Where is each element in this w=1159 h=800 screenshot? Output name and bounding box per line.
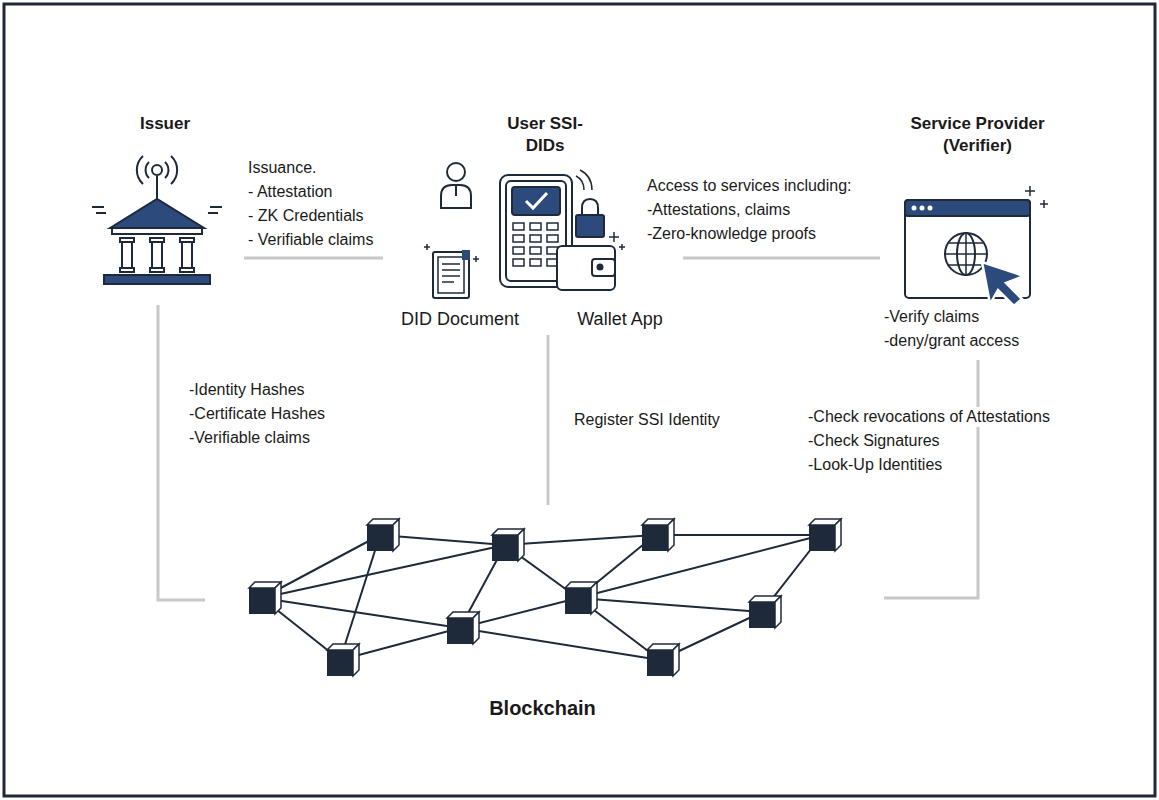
flow-note: - Attestation — [246, 182, 335, 202]
flow-note: Register SSI Identity — [572, 410, 722, 430]
flow-note: -Certificate Hashes — [187, 404, 327, 424]
connector-line — [884, 360, 978, 598]
network-link — [578, 598, 762, 612]
network-link — [262, 598, 460, 628]
connector-line — [158, 305, 205, 600]
node-note: -deny/grant access — [884, 331, 1019, 351]
node-title: User SSI-DIDs — [495, 113, 595, 157]
node-title: Wallet App — [560, 307, 680, 331]
block-cube — [367, 519, 399, 551]
lock-icon — [576, 199, 604, 237]
flow-note: Access to services including: — [645, 176, 854, 196]
network-link — [262, 545, 505, 598]
user-group: User SSI-DIDsDID Document Wallet App — [383, 110, 683, 335]
network-link — [505, 535, 655, 545]
block-cube — [642, 519, 674, 551]
block-cube — [492, 529, 524, 561]
document-icon — [424, 244, 479, 298]
node-title: Issuer — [90, 113, 240, 135]
connector-line — [683, 257, 880, 260]
flow-note: - Verifiable claims — [246, 230, 375, 250]
flow-note: - ZK Credentials — [246, 206, 366, 226]
connector-line — [244, 257, 383, 260]
connector-line — [547, 335, 550, 505]
person-icon — [441, 163, 471, 208]
frame — [4, 4, 1155, 796]
network-link — [460, 628, 660, 660]
flow-note: -Look-Up Identities — [806, 455, 944, 475]
flow-note: -Check revocations of Attestations — [806, 407, 1052, 427]
blockchain-network — [249, 519, 841, 676]
wallet-icon — [557, 232, 625, 290]
bank-icon — [92, 156, 222, 284]
node-title: Service Provider (Verifier) — [880, 113, 1075, 157]
block-cube — [565, 582, 597, 614]
flow-note: Issuance. — [246, 158, 318, 178]
verifier-node: Service Provider (Verifier) -Verify claim… — [880, 110, 1079, 360]
block-cube — [249, 582, 281, 614]
wallet-app: Wallet App — [560, 305, 684, 335]
block-cube — [327, 644, 359, 676]
flow-note: -Zero-knowledge proofs — [645, 224, 818, 244]
node-note: -Verify claims — [884, 307, 979, 327]
node-title: Blockchain — [205, 695, 880, 721]
block-cube — [809, 519, 841, 551]
flow-note: -Attestations, claims — [645, 200, 792, 220]
node-title: DID Document — [385, 307, 535, 331]
block-cube — [447, 612, 479, 644]
browser-icon — [905, 186, 1048, 306]
issuer-node: Issuer — [90, 110, 244, 305]
flow-note: -Check Signatures — [806, 431, 942, 451]
flow-note: -Verifiable claims — [187, 428, 312, 448]
network-link — [340, 535, 380, 660]
did-document: DID Document — [385, 305, 539, 335]
block-cube — [647, 644, 679, 676]
blockchain-node: Blockchain — [205, 505, 884, 730]
flow-note: -Identity Hashes — [187, 380, 307, 400]
network-link — [578, 535, 822, 598]
block-cube — [749, 596, 781, 628]
network-link — [655, 534, 822, 536]
